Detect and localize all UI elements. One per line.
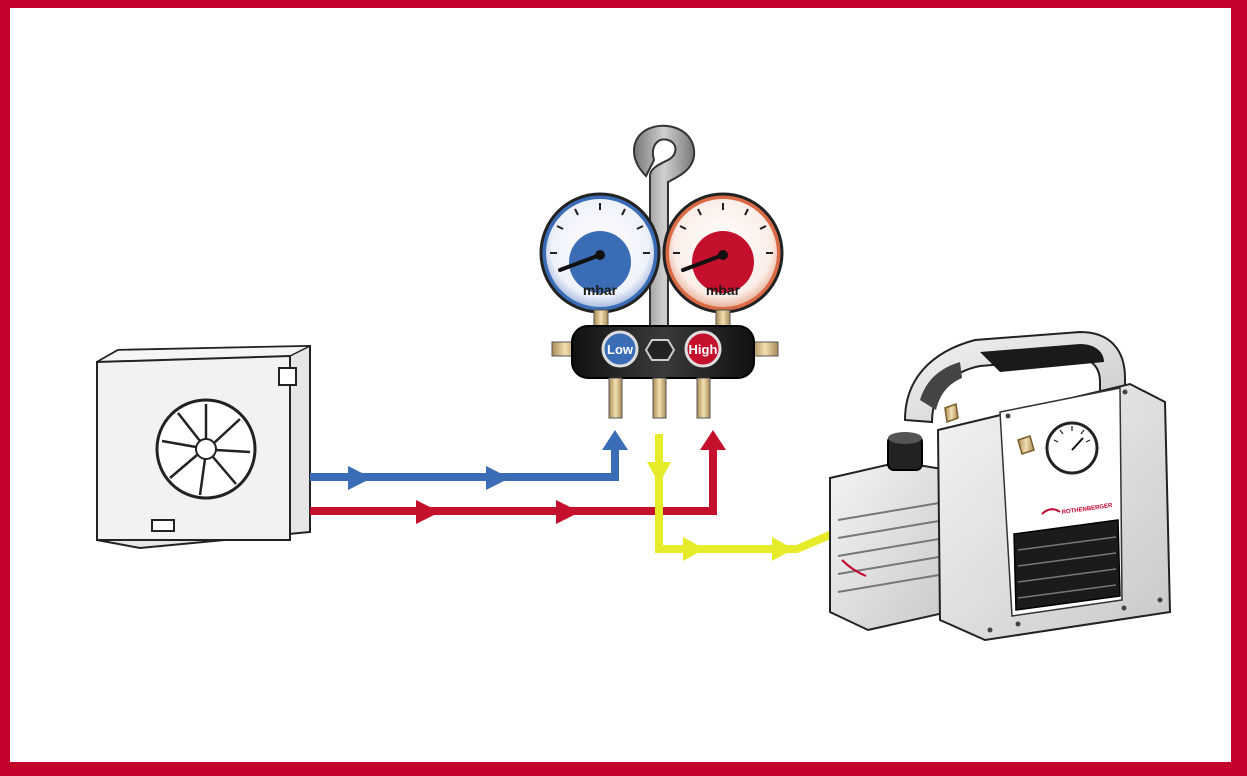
high-port: High xyxy=(684,330,722,368)
flow-arrow-icon xyxy=(348,466,372,490)
flow-arrow-icon xyxy=(556,500,580,524)
manifold-gauge-icon: mbar mbar xyxy=(539,124,784,419)
vacuum-pump-icon: ROTHENBERGER xyxy=(829,330,1172,642)
pump-vacuum-gauge xyxy=(1045,421,1099,475)
flow-arrow-icon xyxy=(647,462,671,484)
low-port-label: Low xyxy=(607,342,634,357)
low-pressure-line xyxy=(310,430,628,490)
low-port: Low xyxy=(601,330,639,368)
flow-arrow-icon xyxy=(772,537,794,561)
gauge-needle-icon xyxy=(558,253,602,272)
flow-arrow-icon xyxy=(416,500,440,524)
hex-fitting-icon xyxy=(644,339,676,361)
condenser-unit xyxy=(96,344,311,550)
flow-arrow-icon xyxy=(683,537,705,561)
low-gauge-unit: mbar xyxy=(583,282,618,298)
flow-arrow-icon xyxy=(700,430,726,450)
intake-fitting-icon xyxy=(1017,435,1035,455)
high-gauge-unit: mbar xyxy=(706,282,741,298)
high-port-label: High xyxy=(689,342,718,357)
low-pressure-gauge: mbar xyxy=(539,192,661,314)
flow-arrow-icon xyxy=(602,430,628,450)
condenser-fan-icon xyxy=(155,398,257,500)
high-pressure-gauge: mbar xyxy=(662,192,784,314)
flow-arrow-icon xyxy=(486,466,510,490)
gauge-needle-icon xyxy=(1071,437,1084,451)
high-pressure-line xyxy=(310,430,726,524)
gauge-needle-icon xyxy=(681,253,725,272)
